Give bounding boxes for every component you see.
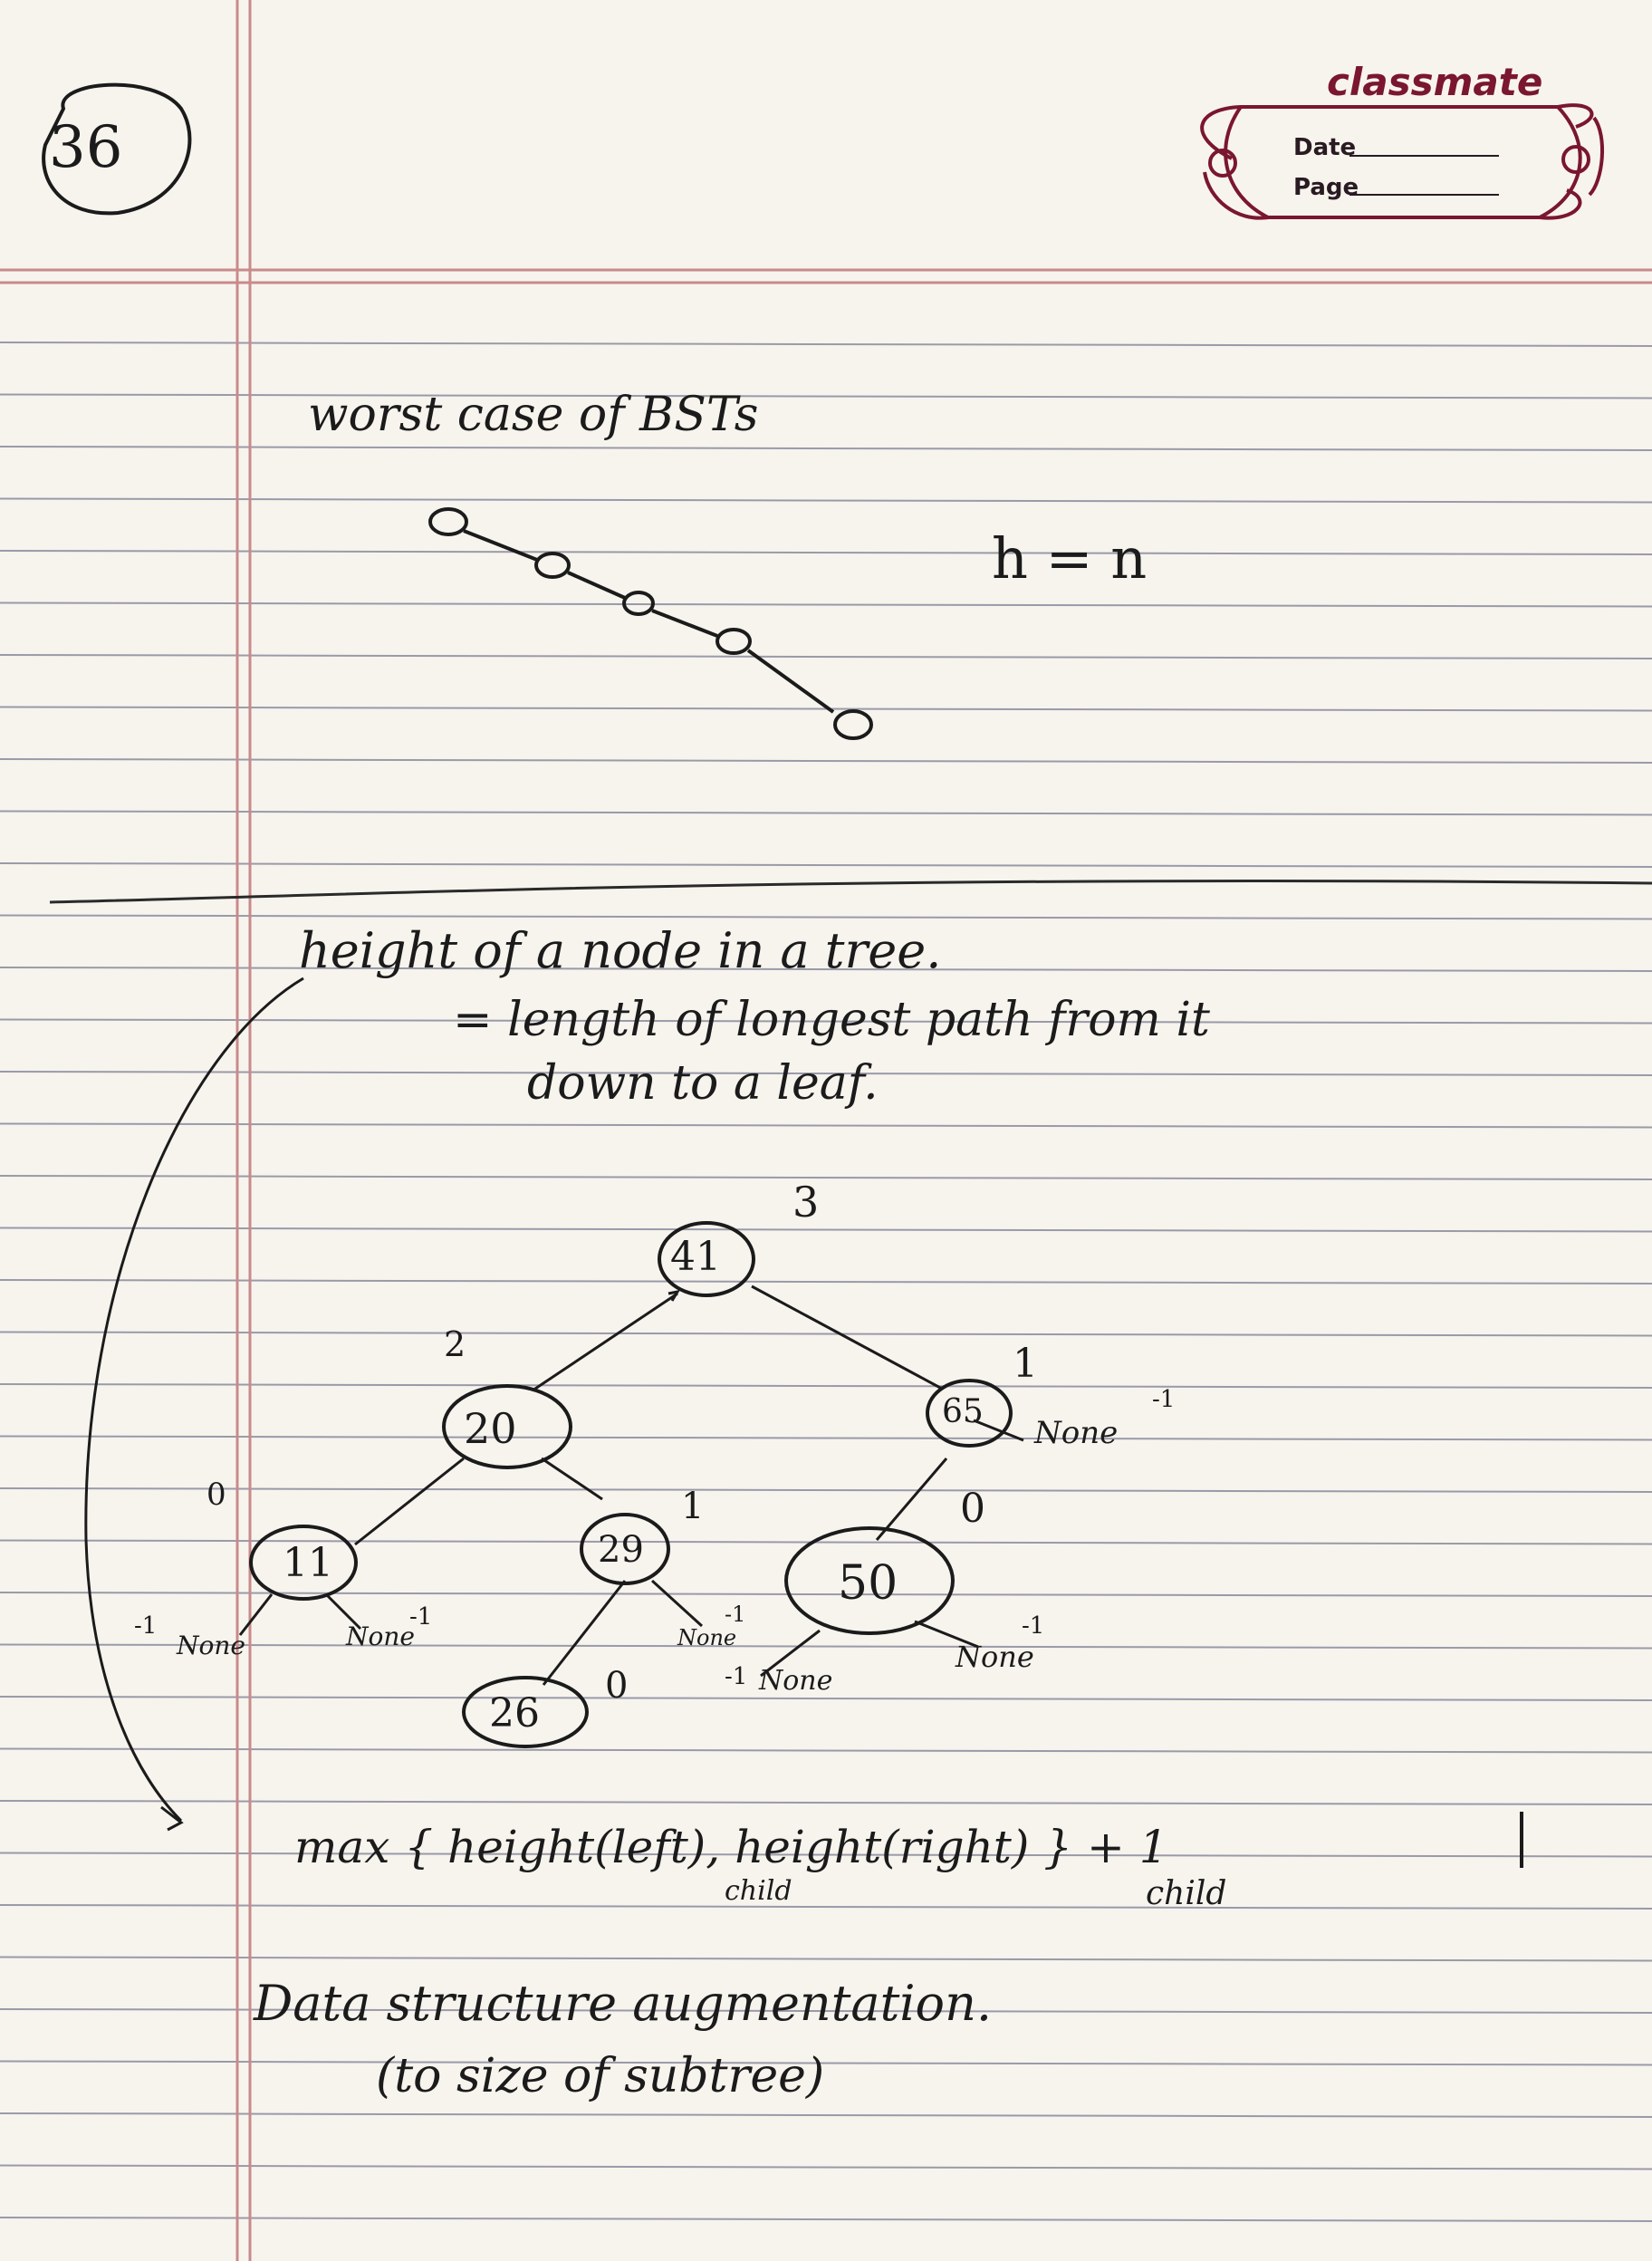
node-label-20: 20 xyxy=(464,1404,517,1453)
height-label-26: 0 xyxy=(605,1665,629,1707)
ruled-line xyxy=(0,2060,1652,2066)
tree-edges xyxy=(238,1284,1024,1686)
date-label: Date xyxy=(1293,134,1357,161)
ruled-line xyxy=(0,1435,1652,1441)
section-divider xyxy=(49,880,1652,904)
ruled-line xyxy=(0,2217,1652,2222)
worst-case-chain-diagram xyxy=(428,507,873,740)
page-label: Page xyxy=(1293,174,1359,201)
ruled-line xyxy=(0,1175,1652,1180)
ruled-lines xyxy=(0,342,1652,2222)
ruled-line xyxy=(0,758,1652,764)
none-height-50-left: -1 xyxy=(725,1663,748,1690)
tree-node-65 xyxy=(926,1379,1013,1448)
none-height-65-right: -1 xyxy=(1152,1386,1176,1413)
page-number-bubble xyxy=(42,82,192,216)
footer-line2: (to size of subtree) xyxy=(376,2049,825,2103)
section1-title: worst case of BSTs xyxy=(308,388,759,442)
ruled-line xyxy=(0,1227,1652,1233)
ruled-line xyxy=(0,810,1652,816)
ruled-line xyxy=(0,1383,1652,1389)
tree-node-26 xyxy=(462,1676,589,1748)
brand-logo: classmate xyxy=(1327,60,1543,104)
none-leaf-50-right: None xyxy=(956,1640,1034,1674)
node-label-50: 50 xyxy=(838,1556,898,1611)
none-height-11-left: -1 xyxy=(134,1612,158,1640)
ruled-line xyxy=(0,1279,1652,1284)
ruled-line xyxy=(0,1747,1652,1754)
none-leaf-11-left: None xyxy=(177,1631,245,1660)
tree-nodes xyxy=(249,1221,1013,1748)
tree-node-20 xyxy=(442,1384,572,1469)
height-label-11: 0 xyxy=(206,1477,226,1513)
node-label-26: 26 xyxy=(489,1690,540,1737)
page-number: 36 xyxy=(49,114,123,181)
formula-subscript-left: child xyxy=(725,1875,792,1907)
ruled-line xyxy=(0,2008,1652,2014)
tree-node-11 xyxy=(249,1525,358,1601)
ruled-line xyxy=(0,497,1652,504)
ruled-line xyxy=(0,1643,1652,1650)
height-label-29: 1 xyxy=(681,1486,705,1527)
height-label-65: 1 xyxy=(1013,1341,1038,1387)
node-label-65: 65 xyxy=(942,1393,984,1430)
ruled-line xyxy=(0,1018,1652,1025)
none-height-11-right: -1 xyxy=(409,1603,433,1631)
curved-arrow xyxy=(84,977,304,1832)
brand-scroll xyxy=(1200,103,1605,220)
ruled-line xyxy=(0,1956,1652,1962)
ruled-line xyxy=(0,1331,1652,1337)
ruled-line xyxy=(0,2164,1652,2170)
ruled-line xyxy=(0,1487,1652,1493)
ruled-line xyxy=(0,1122,1652,1129)
ruled-line xyxy=(0,1592,1652,1597)
ruled-line xyxy=(0,601,1652,608)
node-label-29: 29 xyxy=(598,1529,644,1571)
ruled-line xyxy=(0,1539,1652,1545)
ruled-line xyxy=(0,1800,1652,1805)
node-label-41: 41 xyxy=(670,1234,721,1280)
none-leaf-29-right: None xyxy=(677,1625,737,1650)
ruled-line xyxy=(0,1852,1652,1858)
ruled-line xyxy=(0,967,1652,972)
none-height-29-right: -1 xyxy=(725,1602,746,1627)
none-leaf-50-left: None xyxy=(759,1665,833,1697)
ruled-line xyxy=(0,862,1652,868)
ruled-line xyxy=(0,342,1652,347)
tree-node-41 xyxy=(658,1221,755,1297)
height-label-50: 0 xyxy=(960,1486,985,1532)
height-label-41: 3 xyxy=(792,1178,820,1227)
height-recurrence-formula: max { height(left), height(right) } + 1 xyxy=(294,1821,1168,1873)
ruled-line xyxy=(0,914,1652,920)
formula-subscript-right: child xyxy=(1146,1875,1227,1912)
ruled-line xyxy=(0,446,1652,451)
ruled-line xyxy=(0,2112,1652,2118)
ruled-line xyxy=(0,1071,1652,1076)
none-height-50-right: -1 xyxy=(1022,1612,1045,1640)
tree-node-50 xyxy=(784,1526,955,1635)
height-definition-line1: height of a node in a tree. xyxy=(299,922,942,979)
ruled-line xyxy=(0,550,1652,555)
worst-case-formula: h = n xyxy=(992,525,1148,592)
ruled-line xyxy=(0,393,1652,399)
none-leaf-11-right: None xyxy=(346,1621,415,1651)
node-label-11: 11 xyxy=(283,1540,333,1586)
height-definition-line3: down to a leaf. xyxy=(527,1056,879,1111)
ruled-line xyxy=(0,1904,1652,1910)
ruled-line xyxy=(0,1696,1652,1701)
height-label-20: 2 xyxy=(444,1324,466,1364)
none-leaf-65-right: None xyxy=(1034,1415,1119,1451)
ruled-line xyxy=(0,654,1652,659)
height-definition-line2: = length of longest path from it xyxy=(453,993,1210,1047)
footer-line1: Data structure augmentation. xyxy=(254,1975,993,2032)
tree-node-29 xyxy=(580,1513,670,1585)
